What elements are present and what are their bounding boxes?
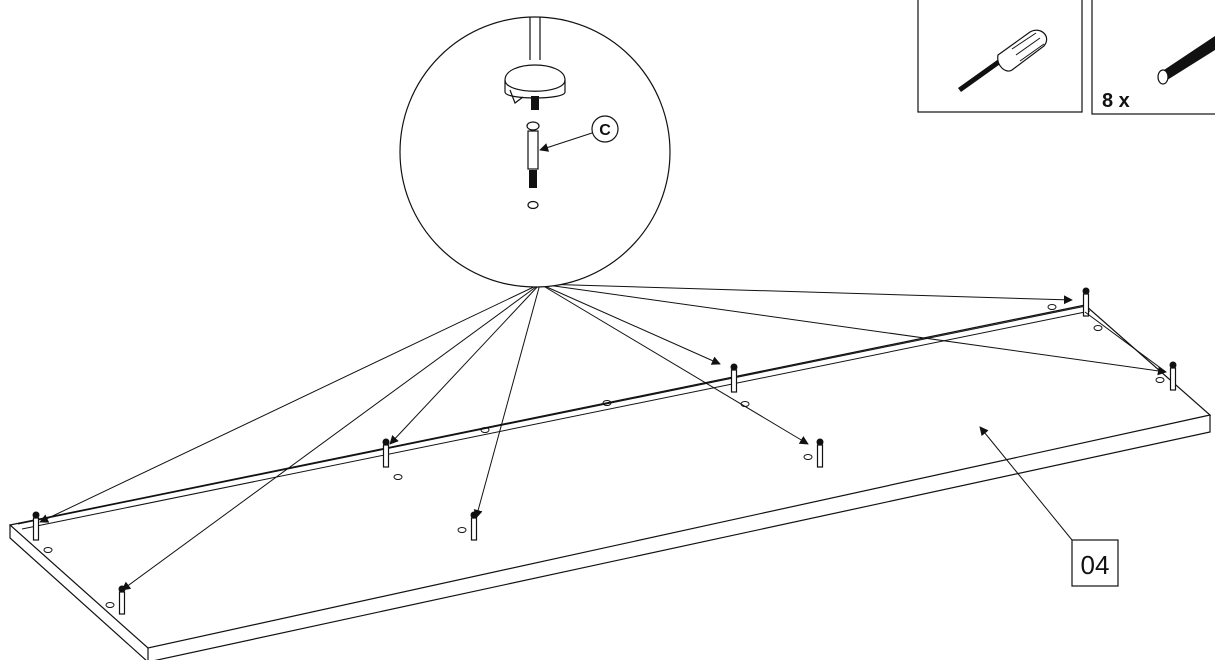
leader-arrow: [539, 283, 1073, 305]
cam-bolt-icon: [1157, 36, 1215, 85]
leader-arrows: [39, 283, 1167, 591]
panel-board: [8, 304, 1212, 660]
bolt-thread: [529, 170, 537, 188]
cam-bolt: [32, 511, 40, 541]
leader-arrow: [389, 283, 541, 445]
leader-arrow: [121, 283, 541, 591]
leader-arrow: [539, 283, 809, 445]
cam-bolt: [730, 363, 738, 393]
part-number-label: 04: [1081, 550, 1110, 580]
cam-bolt: [382, 438, 390, 468]
part-box: 8 x: [1091, 0, 1215, 115]
cam-bolt: [1082, 287, 1090, 317]
leader-arrow: [39, 283, 541, 523]
phillips-screwdriver-icon: [958, 29, 1048, 92]
detail-circle: C: [399, 16, 671, 288]
part-number-tag: 04: [979, 426, 1119, 587]
cam-bolt: [816, 438, 824, 468]
leader-arrow: [1084, 311, 1167, 373]
quantity-label: 8 x: [1102, 90, 1130, 112]
tool-box-screwdriver: [917, 0, 1083, 113]
callout-c-label: C: [599, 122, 611, 139]
callout-c: C: [591, 115, 619, 143]
leader-arrow: [539, 283, 721, 365]
leader-arrow: [473, 283, 541, 519]
cam-bolt: [1169, 361, 1177, 391]
leader-arrow: [539, 283, 1167, 376]
